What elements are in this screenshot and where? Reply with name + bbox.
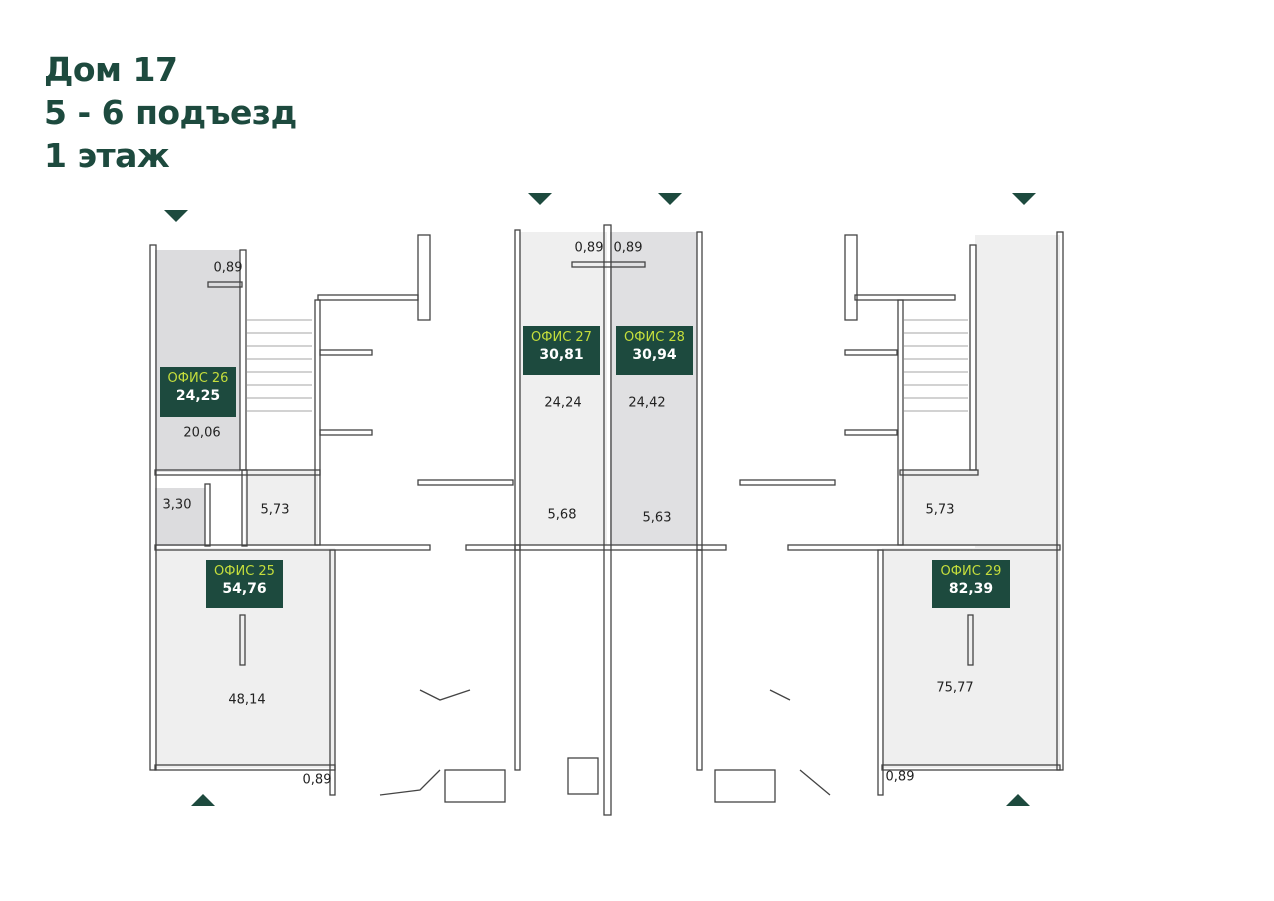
office-29-strip <box>975 235 1060 548</box>
office-25-bath <box>245 470 318 546</box>
room-area: 5,73 <box>260 502 290 518</box>
office-name: ОФИС 26 <box>167 371 229 386</box>
office-27-room <box>519 232 607 545</box>
room-area: 5,68 <box>547 507 577 523</box>
room-area: 0,89 <box>213 260 243 276</box>
house-title: Дом 17 <box>44 50 178 89</box>
office-29-bath <box>900 470 975 546</box>
entrance-arrow-down-icon <box>528 193 552 205</box>
walls <box>149 224 1064 816</box>
room-area: 0,89 <box>574 240 604 256</box>
office-26-bath <box>155 488 205 546</box>
room-area: 48,14 <box>228 692 266 708</box>
office-name: ОФИС 28 <box>624 330 685 345</box>
office-26-badge[interactable]: ОФИС 26 24,25 <box>160 367 236 417</box>
entrance-arrow-up-icon <box>1006 794 1030 806</box>
room-area: 5,63 <box>642 510 672 526</box>
office-name: ОФИС 27 <box>531 330 592 345</box>
office-name: ОФИС 29 <box>940 564 1002 579</box>
entrance-arrow-down-icon <box>164 210 188 222</box>
room-area: 75,77 <box>936 680 974 696</box>
floor-title: 1 этаж <box>44 136 170 175</box>
room-area: 24,42 <box>628 395 666 411</box>
room-area: 3,30 <box>162 497 192 513</box>
office-name: ОФИС 25 <box>214 564 275 579</box>
room-fills <box>155 232 1060 768</box>
office-area: 30,94 <box>632 347 677 363</box>
office-area: 82,39 <box>948 581 994 597</box>
room-area: 5,73 <box>925 502 955 518</box>
entrance-arrow-down-icon <box>1012 193 1036 205</box>
room-area: 0,89 <box>613 240 643 256</box>
room-area: 0,89 <box>302 772 332 788</box>
office-28-room <box>610 232 697 545</box>
room-area: 20,06 <box>183 425 221 441</box>
room-area: 0,89 <box>885 769 915 785</box>
office-area: 30,81 <box>539 347 584 363</box>
room-area: 24,24 <box>544 395 582 411</box>
office-area: 24,25 <box>175 388 221 404</box>
office-29-badge[interactable]: ОФИС 29 82,39 <box>932 560 1010 608</box>
staircase-right <box>903 319 968 412</box>
staircase-left <box>247 319 312 412</box>
office-25-badge[interactable]: ОФИС 25 54,76 <box>206 560 283 608</box>
entrance-arrow-down-icon <box>658 193 682 205</box>
office-27-badge[interactable]: ОФИС 27 30,81 <box>523 326 600 375</box>
entrance-arrow-up-icon <box>191 794 215 806</box>
entrance-title: 5 - 6 подъезд <box>44 93 297 132</box>
office-area: 54,76 <box>222 581 267 597</box>
page-title: Дом 17 5 - 6 подъезд 1 этаж <box>44 48 297 177</box>
office-28-badge[interactable]: ОФИС 28 30,94 <box>616 326 693 375</box>
